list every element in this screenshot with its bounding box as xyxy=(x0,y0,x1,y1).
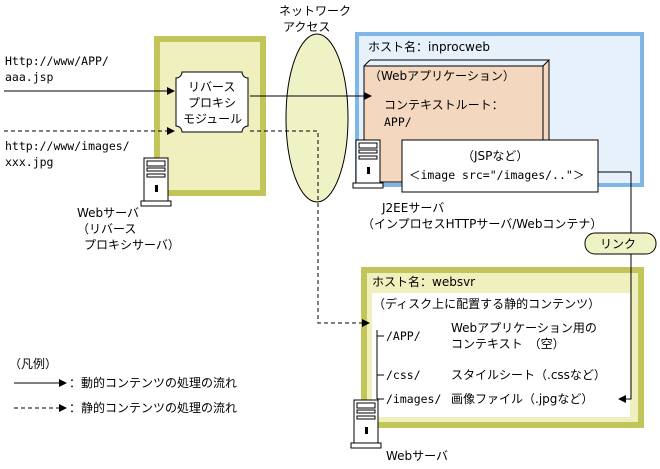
jsp-image-tag: ＜image src="/images/.."＞ xyxy=(409,168,585,182)
host-inprocweb-title: ホスト名：inprocweb xyxy=(368,40,490,54)
legend-title: （凡例） xyxy=(9,357,58,371)
reverse-proxy-module-label: プロキシ xyxy=(188,96,237,110)
link-label: リンク xyxy=(600,237,637,251)
static-forward-arrow xyxy=(250,130,370,327)
dir-path: /images/ xyxy=(386,392,442,406)
context-root-label: コンテキストルート： xyxy=(384,98,504,112)
webapp-label: （Webアプリケーション） xyxy=(369,69,515,83)
reverse-proxy-server-label: プロキシサーバ） xyxy=(84,238,180,252)
reverse-proxy-server-label: （リバース xyxy=(77,222,137,236)
network-access-label: ネットワーク xyxy=(279,4,352,18)
dynamic-url-label: Http://www/APP/ xyxy=(5,54,109,68)
dir-path: /APP/ xyxy=(386,329,421,343)
host-websvr-title: ホスト名：websvr xyxy=(372,275,476,289)
static-url-label: xxx.jpg xyxy=(5,155,54,169)
server-icon xyxy=(350,399,382,449)
reverse-proxy-module-label: リバース xyxy=(188,80,236,94)
network-ellipse xyxy=(285,33,349,203)
static-url-label: http://www/images/ xyxy=(5,139,130,153)
server-icon xyxy=(352,139,384,189)
server-icon xyxy=(140,157,172,207)
jsp-box xyxy=(401,139,599,193)
dir-desc: 画像ファイル（.jpgなど） xyxy=(451,392,594,406)
websvr-server-label: Webサーバ xyxy=(386,449,449,463)
reverse-proxy-module-box xyxy=(175,71,249,133)
static-contents-header: （ディスク上に配置する静的コンテンツ） xyxy=(373,297,601,311)
context-root-value: APP/ xyxy=(384,115,412,129)
j2ee-server-label: J2EEサーバ xyxy=(382,201,445,215)
dir-desc: Webアプリケーション用の xyxy=(451,321,597,335)
dir-desc: スタイルシート（.cssなど） xyxy=(451,368,606,382)
j2ee-server-label: （インプロセスHTTPサーバ/Webコンテナ） xyxy=(362,217,603,231)
static-contents-area xyxy=(372,293,630,417)
link-pill xyxy=(584,232,657,255)
legend-static-label: ：静的コンテンツの処理の流れ xyxy=(69,401,238,415)
reverse-proxy-module-label: モジュール xyxy=(183,112,243,126)
network-access-label: アクセス xyxy=(283,20,331,34)
legend-dynamic-label: ：動的コンテンツの処理の流れ xyxy=(69,376,238,390)
dynamic-url-label: aaa.jsp xyxy=(5,70,54,84)
link-arrow xyxy=(598,171,632,403)
jsp-label: （JSPなど） xyxy=(462,149,529,163)
dir-path: /css/ xyxy=(386,368,421,382)
dir-desc: コンテキスト （空） xyxy=(451,337,565,351)
reverse-proxy-server-label: Webサーバ xyxy=(77,206,140,220)
